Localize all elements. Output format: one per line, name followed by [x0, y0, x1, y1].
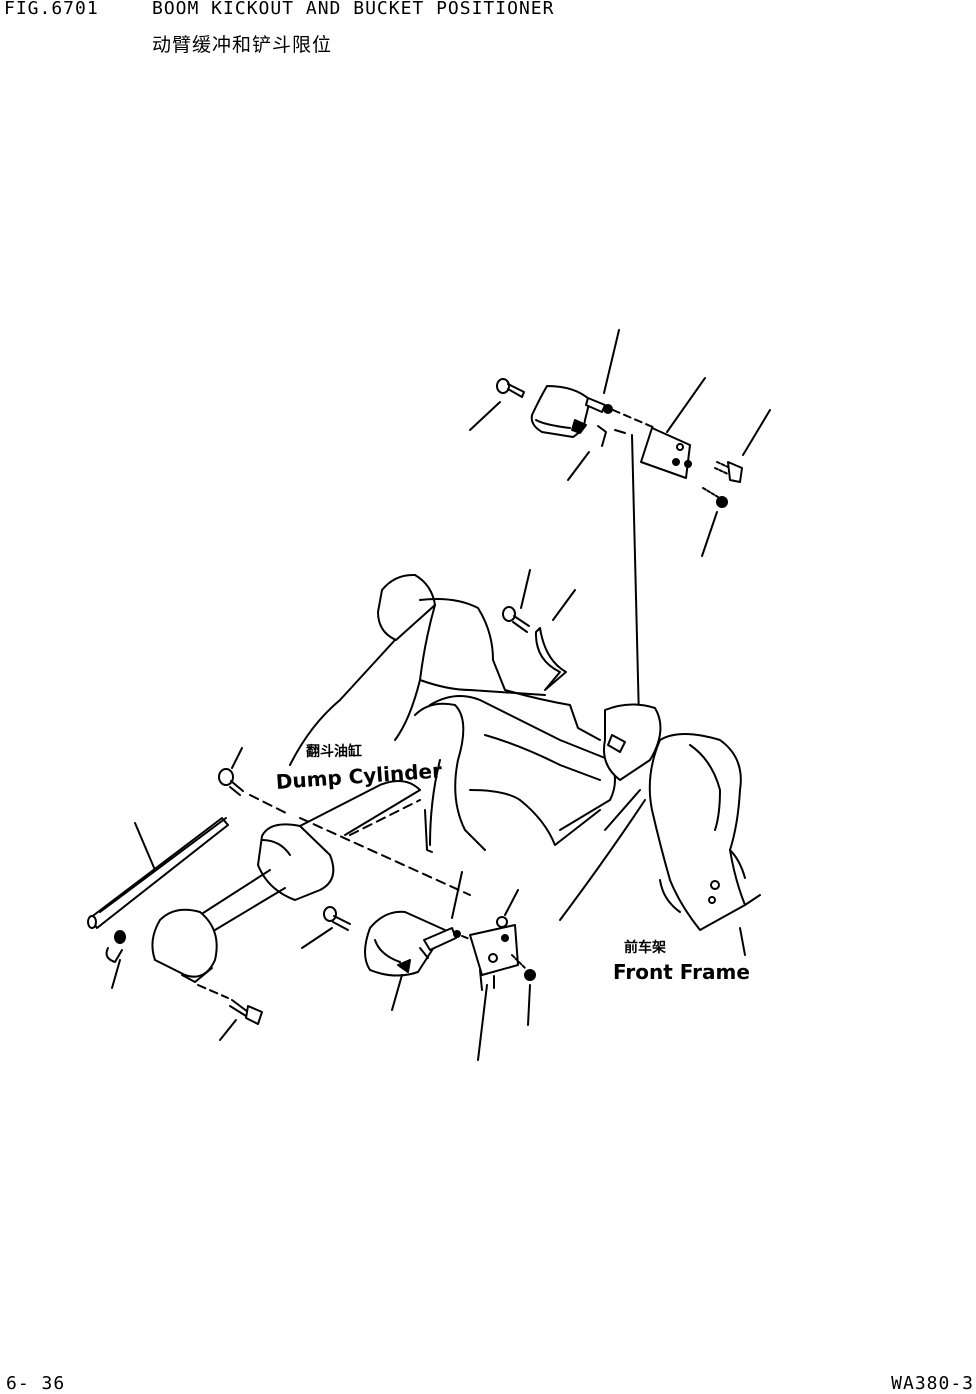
cam-lever [502, 569, 576, 691]
front-frame-label-cn: 前车架 [624, 940, 666, 956]
lower-switch-assembly [301, 871, 536, 1061]
dump-cylinder-label-cn: 翻斗油缸 [306, 744, 362, 760]
front-frame-label: Front Frame [613, 960, 750, 984]
upper-switch-assembly [469, 329, 771, 761]
model-code: WA380-3 [891, 1373, 974, 1394]
upper-switch [585, 397, 613, 414]
lower-washer [496, 916, 508, 928]
upper-dash-line [612, 409, 656, 429]
upper-bolt-left [496, 378, 525, 398]
figure-subtitle: 动臂缓冲和铲斗限位 [152, 34, 333, 56]
figure-number: FIG.6701 [4, 0, 99, 19]
upper-plate [640, 427, 692, 479]
upper-bracket [530, 385, 591, 438]
upper-bolt-right [714, 461, 743, 483]
dump-cylinder [87, 747, 471, 1041]
upper-nut [716, 496, 728, 508]
lower-nut [524, 969, 536, 981]
figure-title: BOOM KICKOUT AND BUCKET POSITIONER [152, 0, 555, 19]
lower-pin-bolt [197, 984, 263, 1041]
upper-mount-bracket [597, 425, 626, 447]
boom-structure [289, 573, 761, 956]
page-number: 6- 36 [6, 1373, 66, 1394]
